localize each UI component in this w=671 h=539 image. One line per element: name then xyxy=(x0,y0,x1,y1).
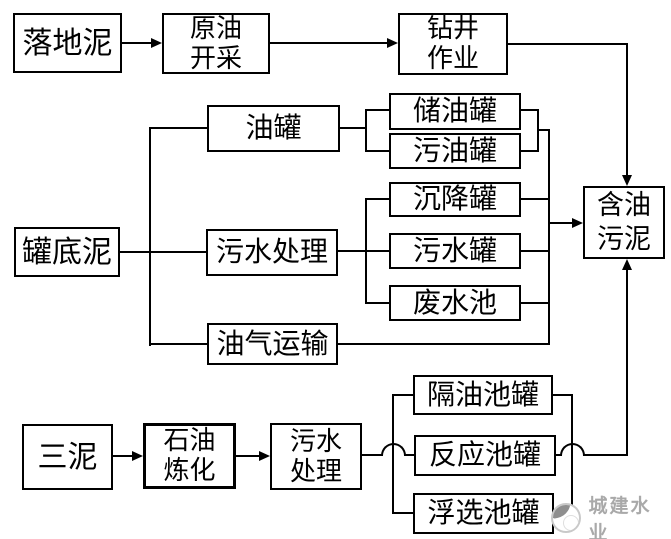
connector-line xyxy=(365,302,389,304)
connector-line xyxy=(521,302,549,304)
node-label-line2: 处理 xyxy=(289,456,342,487)
arrowhead-down-icon xyxy=(622,175,632,186)
arrowhead-right-icon xyxy=(151,38,162,48)
arrowhead-up-icon xyxy=(622,259,632,270)
node-label-line1: 原油 xyxy=(189,13,242,44)
node-settling-tank: 沉降罐 xyxy=(389,182,521,217)
node-oil-storage-tank: 储油罐 xyxy=(389,93,521,130)
node-oily-sludge: 含油 污泥 xyxy=(583,186,665,259)
connector-line xyxy=(365,198,367,304)
line-hop-arc xyxy=(381,443,406,456)
node-label-line1: 含油 xyxy=(597,189,651,221)
node-label: 浮选池罐 xyxy=(427,496,540,530)
node-three-muds: 三泥 xyxy=(22,424,113,490)
node-label: 油罐 xyxy=(245,111,302,145)
connector-line xyxy=(392,394,413,396)
connector-line xyxy=(340,127,367,129)
node-petroleum-refining: 石油 炼化 xyxy=(143,423,236,489)
watermark: 城建水业 xyxy=(551,491,671,539)
connector-line xyxy=(521,198,549,200)
node-oil-gas-transport: 油气运输 xyxy=(207,323,338,365)
connector-line xyxy=(149,343,207,345)
node-reaction-pool-tank: 反应池罐 xyxy=(414,435,556,476)
connector-line xyxy=(365,109,389,111)
connector-line xyxy=(553,394,573,396)
node-label-line1: 石油 xyxy=(163,426,216,456)
node-oil-tank: 油罐 xyxy=(207,105,340,152)
connector-line xyxy=(113,455,133,457)
connector-line xyxy=(584,454,628,456)
connector-line xyxy=(548,129,550,345)
connector-line xyxy=(626,270,628,456)
connector-line xyxy=(270,42,388,44)
node-label: 污水处理 xyxy=(215,235,328,269)
connector-line xyxy=(365,198,389,200)
connector-line xyxy=(548,222,573,224)
watermark-text: 城建水业 xyxy=(588,495,652,539)
node-label: 落地泥 xyxy=(22,25,113,61)
node-label-line2: 开采 xyxy=(189,43,242,74)
connector-line xyxy=(236,455,260,457)
connector-line xyxy=(521,250,549,252)
node-label-line2: 作业 xyxy=(426,44,479,74)
node-label-line1: 污水 xyxy=(289,426,342,457)
connector-line xyxy=(365,109,367,152)
node-label: 污油罐 xyxy=(412,133,497,167)
arrowhead-right-icon xyxy=(387,38,398,48)
node-label-line1: 钻井 xyxy=(426,14,479,44)
node-label: 污水罐 xyxy=(412,233,497,267)
connector-line xyxy=(362,454,382,456)
node-label-line2: 污泥 xyxy=(597,223,651,255)
node-crude-oil-extraction: 原油 开采 xyxy=(162,13,270,74)
node-oil-separation-pool-tank: 隔油池罐 xyxy=(413,375,553,415)
connector-line xyxy=(405,454,414,456)
node-flotation-pool-tank: 浮选池罐 xyxy=(413,493,554,534)
node-label: 三泥 xyxy=(37,439,98,475)
node-label: 沉降罐 xyxy=(412,182,497,216)
node-sewage-treatment-bottom: 污水 处理 xyxy=(270,423,362,490)
connector-line xyxy=(521,150,539,152)
line-hop-arc xyxy=(560,443,585,456)
connector-line xyxy=(149,127,151,346)
arrowhead-right-icon xyxy=(132,451,143,461)
connector-line xyxy=(392,512,413,514)
connector-line xyxy=(556,454,562,456)
node-label: 废水池 xyxy=(412,285,497,319)
node-label: 储油罐 xyxy=(412,94,497,128)
node-label: 油气运输 xyxy=(216,326,329,360)
node-sewage-treatment-mid: 污水处理 xyxy=(206,229,338,276)
watermark-mascot-logo-icon xyxy=(551,503,581,533)
node-label: 反应池罐 xyxy=(428,438,541,472)
node-landed-mud: 落地泥 xyxy=(13,13,122,73)
connector-line xyxy=(338,250,389,252)
connector-line xyxy=(521,109,539,111)
connector-line xyxy=(508,43,628,45)
arrowhead-right-icon xyxy=(259,451,270,461)
node-wastewater-pool: 废水池 xyxy=(389,285,521,321)
node-drilling-operation: 钻井 作业 xyxy=(398,13,508,75)
node-tank-bottom-mud: 罐底泥 xyxy=(14,227,120,277)
connector-line xyxy=(537,129,550,131)
node-sewage-tank: 污水罐 xyxy=(389,233,521,269)
connector-line xyxy=(365,150,389,152)
node-label-line2: 炼化 xyxy=(163,456,216,486)
node-label: 罐底泥 xyxy=(22,234,112,270)
connector-line xyxy=(149,127,207,129)
arrowhead-right-icon xyxy=(572,218,583,228)
node-dirty-oil-tank: 污油罐 xyxy=(389,133,521,169)
connector-line xyxy=(122,42,152,44)
connector-line xyxy=(626,43,628,176)
connector-line xyxy=(120,251,206,253)
connector-line xyxy=(338,343,550,345)
node-label: 隔油池罐 xyxy=(426,377,539,411)
